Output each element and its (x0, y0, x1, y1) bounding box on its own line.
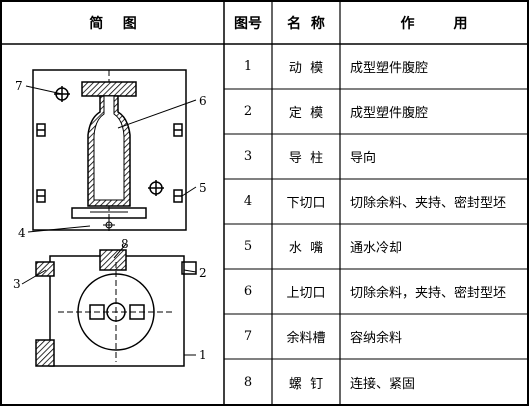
row-number: 7 (243, 329, 253, 344)
row-name: 水 嘴 (288, 241, 324, 256)
row-number: 8 (243, 374, 253, 390)
callout-5: 5 (199, 181, 207, 195)
row-function: 切除余料，夹持、密封型坯 (350, 286, 507, 301)
row-function: 成型塑件腹腔 (350, 61, 429, 76)
row-number: 2 (243, 104, 253, 119)
header-function: 作 用 (400, 16, 468, 32)
row-name: 螺 钉 (288, 376, 324, 392)
row-name: 导 柱 (288, 151, 324, 166)
row-function: 成型塑件腹腔 (350, 106, 429, 121)
callout-6: 6 (199, 94, 207, 108)
bolt (36, 123, 46, 137)
row-number: 4 (243, 194, 253, 209)
bolt (173, 189, 183, 203)
row-name: 动 模 (288, 61, 324, 76)
row-function: 容纳余料 (350, 331, 403, 346)
lower-pinch-off (71, 207, 147, 219)
leader-lines (21, 85, 197, 356)
callout-8: 8 (121, 237, 129, 251)
callout-4: 4 (18, 226, 26, 240)
row-number: 5 (243, 239, 253, 254)
guide-hole (148, 180, 164, 196)
row-name: 余料槽 (286, 331, 326, 346)
upper-mold-section (32, 69, 187, 231)
callout-3: 3 (13, 277, 21, 291)
row-number: 1 (243, 59, 253, 74)
callout-1: 1 (199, 348, 207, 362)
row-name: 上切口 (286, 286, 326, 301)
row-name: 下切口 (286, 196, 326, 211)
row-function: 切除余料、夹持、密封型坯 (350, 196, 507, 211)
row-function: 通水冷却 (350, 241, 403, 256)
bolt (173, 123, 183, 137)
header-diagram: 简 图 (89, 16, 137, 32)
lower-mold-view (35, 249, 197, 367)
row-number: 3 (243, 149, 253, 164)
header-number: 图号 (234, 16, 262, 32)
row-name: 定 模 (288, 106, 324, 121)
header-name: 名 称 (287, 16, 325, 32)
row-number: 6 (243, 284, 253, 299)
callout-7: 7 (15, 79, 23, 93)
bolt (36, 189, 46, 203)
row-function: 连接、紧固 (350, 376, 416, 392)
flash-pocket (81, 81, 137, 97)
row-function: 导向 (350, 151, 377, 166)
water-nozzle (103, 219, 115, 231)
callout-2: 2 (199, 266, 207, 280)
